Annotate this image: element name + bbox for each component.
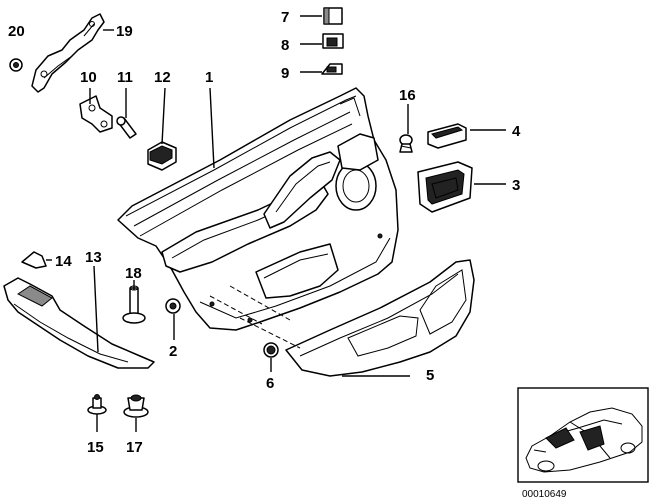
car-silhouette-icon: [517, 387, 649, 483]
part-16-screw: [399, 134, 413, 153]
label-6: 6: [266, 375, 274, 392]
part-10-hinge: [79, 95, 113, 133]
label-7: 7: [281, 9, 289, 26]
part-6-grommet: [263, 342, 279, 358]
part-14-clip: [21, 251, 47, 269]
part-3-bezel: [417, 161, 473, 213]
part-15-screw: [87, 394, 107, 415]
part-11-pin: [116, 116, 137, 139]
part-2-grommet: [165, 298, 181, 314]
label-12: 12: [154, 69, 171, 86]
part-20-nut: [9, 58, 23, 72]
label-3: 3: [512, 177, 520, 194]
label-2: 2: [169, 343, 177, 360]
part-17-clip: [123, 394, 149, 418]
part-5-pocket: [239, 259, 475, 377]
callout-labels: 20 19 7 8 9 10 11 12 1 16 4 3 14 13 18 2…: [8, 9, 521, 456]
label-14: 14: [55, 253, 72, 270]
label-16: 16: [399, 87, 416, 104]
label-11: 11: [117, 69, 133, 86]
part-7-cap: [323, 7, 343, 25]
part-13-trim-strip: [3, 277, 155, 369]
label-20: 20: [8, 23, 25, 40]
label-18: 18: [125, 265, 142, 282]
label-19: 19: [116, 23, 133, 40]
part-1-door-panel: [117, 87, 399, 331]
label-17: 17: [126, 439, 143, 456]
label-9: 9: [281, 65, 289, 82]
part-4-cover: [427, 123, 467, 149]
label-10: 10: [80, 69, 97, 86]
label-4: 4: [512, 123, 521, 140]
label-15: 15: [87, 439, 104, 456]
part-19-bracket: [31, 13, 105, 93]
label-13: 13: [85, 249, 102, 266]
part-12-switch: [147, 141, 177, 171]
label-1: 1: [205, 69, 213, 86]
label-8: 8: [281, 37, 289, 54]
part-8-socket: [322, 33, 344, 49]
label-5: 5: [426, 367, 434, 384]
part-9-clip: [321, 63, 343, 75]
part-18-rivet: [122, 285, 146, 324]
leader-lines: [46, 15, 506, 432]
diagram-code: 00010649: [522, 489, 567, 500]
